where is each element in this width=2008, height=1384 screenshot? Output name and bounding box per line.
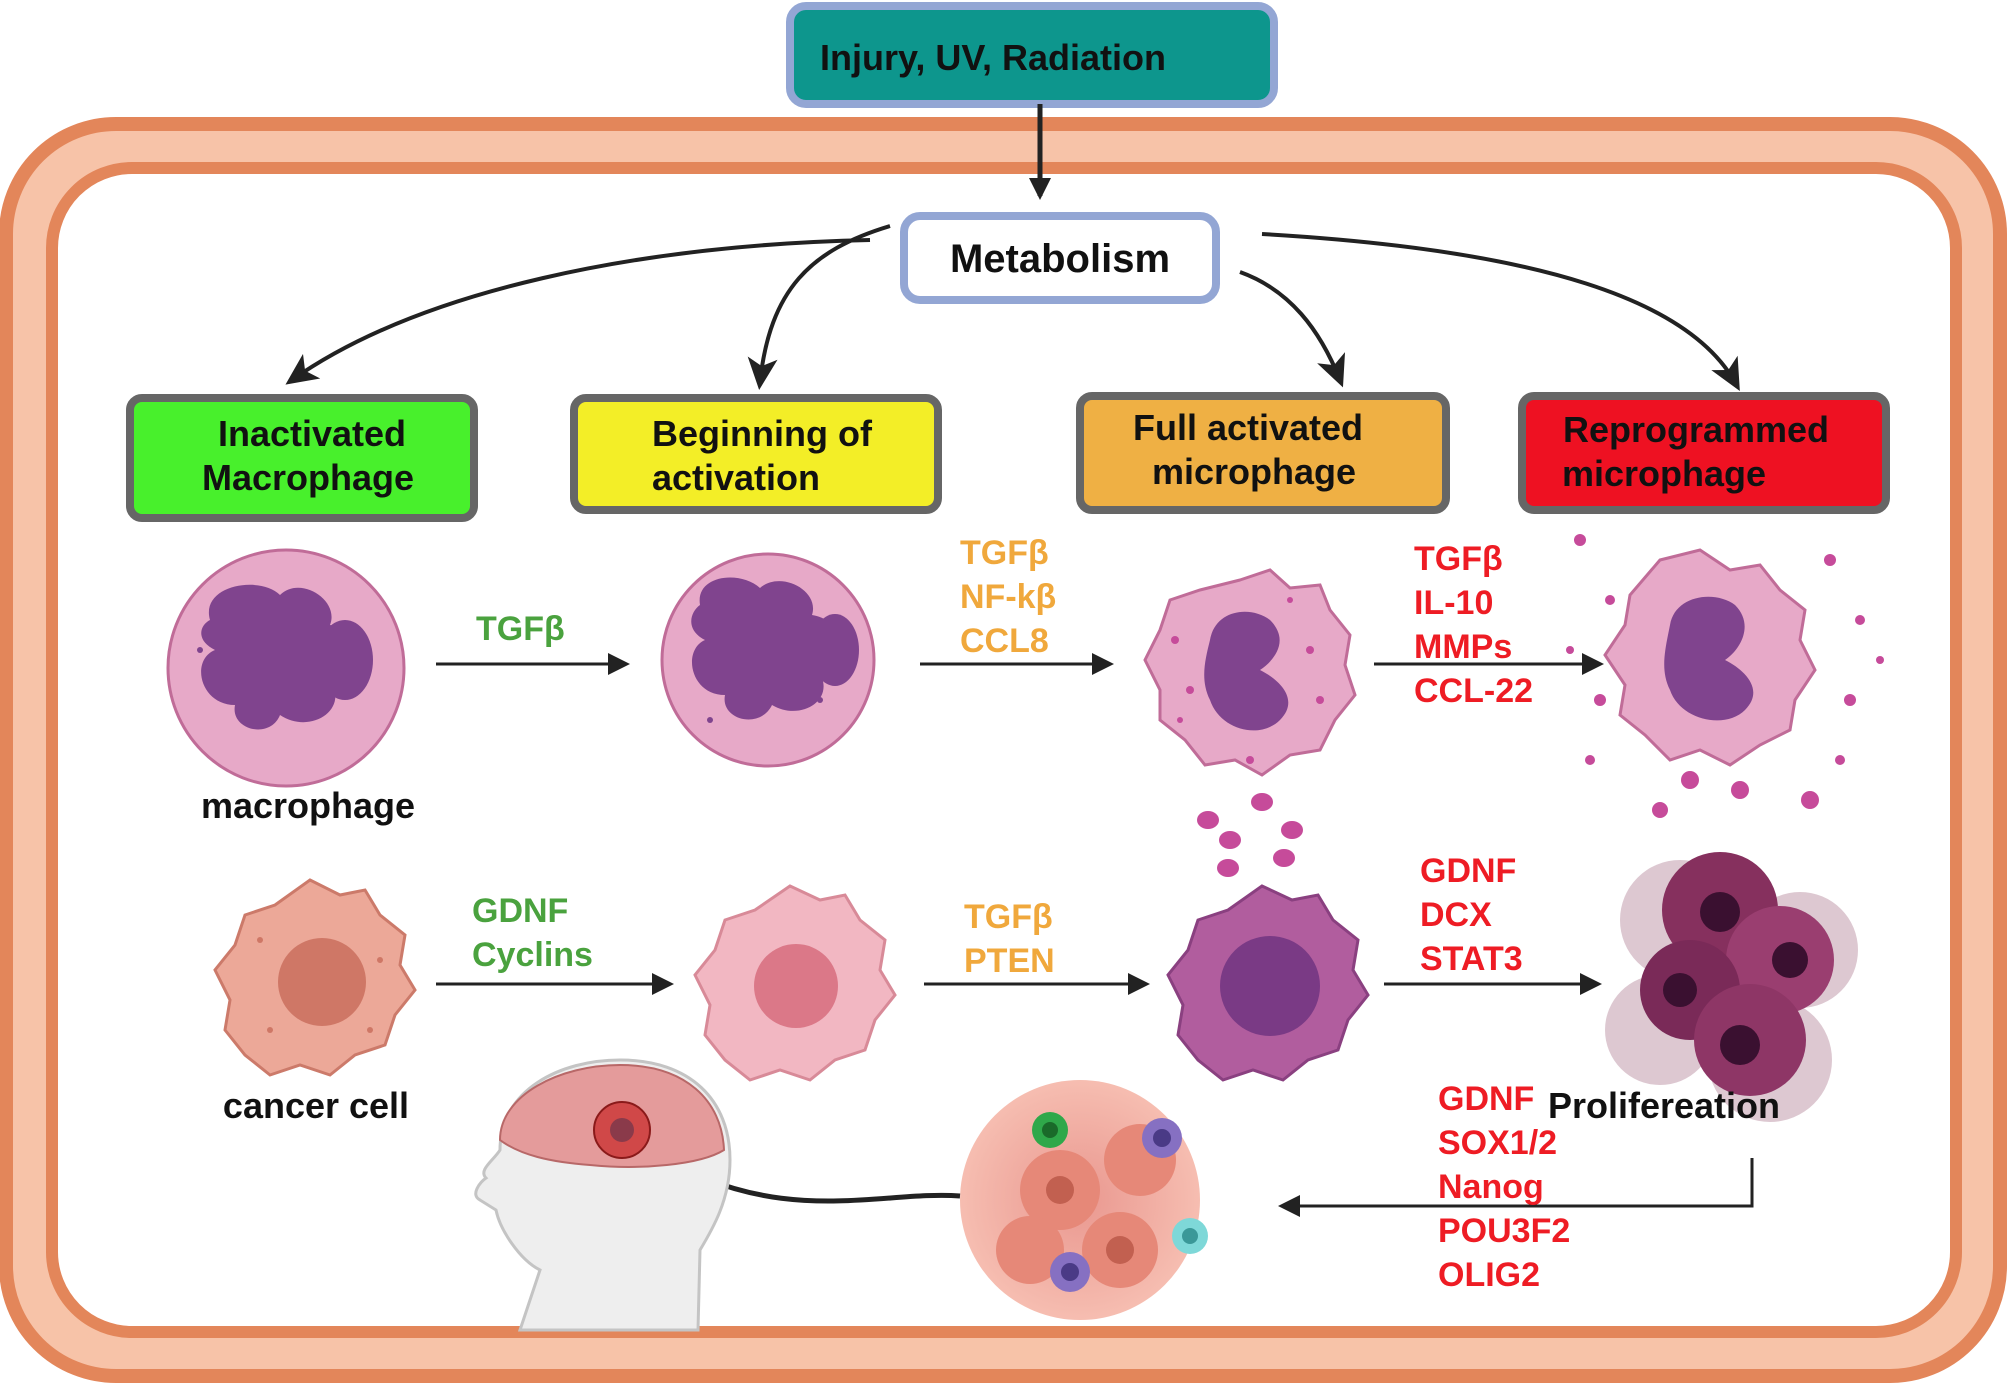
activated-cell-icon: [1143, 568, 1357, 777]
stage-1-line2: Macrophage: [202, 457, 414, 498]
cancer-cell-icon: [213, 878, 417, 1077]
row1-arrow1-label-0: TGFβ: [476, 610, 565, 648]
tumor-cluster-icon: [1605, 852, 1858, 1122]
reprogrammed-cell-icon: [1566, 534, 1884, 818]
tumor-microenvironment-icon: [960, 1080, 1208, 1320]
metabolism-box: Metabolism: [900, 212, 1220, 304]
row1-arrow3-label-3: CCL-22: [1414, 672, 1533, 710]
stage-4-line1: Reprogrammed: [1563, 409, 1829, 450]
row1-arrow3-label-2: MMPs: [1414, 628, 1512, 666]
bottom-label-3: POU3F2: [1438, 1212, 1570, 1250]
stage-1-line1: Inactivated: [218, 413, 406, 454]
branch-arrow-4: [1261, 232, 1740, 392]
row2-arrow3-label-2: STAT3: [1420, 940, 1523, 978]
return-arrow: [1278, 1158, 1754, 1217]
bottom-label-4: OLIG2: [1438, 1256, 1540, 1294]
macrophage-cell-icon: [166, 548, 406, 788]
row2-arrow2-label-0: TGFβ: [964, 898, 1053, 936]
row1-arrow2-label-0: TGFβ: [960, 534, 1049, 572]
stage-box-1: Inactivated Macrophage: [126, 394, 478, 522]
metabolism-label: Metabolism: [950, 237, 1170, 281]
row2-arrow1-label-0: GDNF: [472, 892, 568, 930]
row2-arrow2-label-1: PTEN: [964, 942, 1055, 980]
row1-arrow2-label-2: CCL8: [960, 622, 1049, 660]
bottom-label-0: GDNF: [1438, 1080, 1534, 1118]
stage-2-line2: activation: [652, 457, 820, 498]
cancer-cell-activated-icon: [1166, 884, 1370, 1082]
proliferation-caption: Prolifereation: [1548, 1085, 1780, 1126]
human-head-brain-icon: [474, 1058, 732, 1332]
row1-arrow2-label-1: NF-kβ: [960, 578, 1056, 616]
cancer-cell-activating-icon: [693, 884, 897, 1082]
branch-arrow-3: [1239, 270, 1346, 388]
cancer-cell-caption: cancer cell: [223, 1085, 409, 1126]
trigger-label: Injury, UV, Radiation: [820, 37, 1166, 78]
stage-3-line1: Full activated: [1133, 407, 1363, 448]
stage-4-line2: microphage: [1562, 453, 1766, 494]
activating-cell-icon: [660, 552, 876, 768]
stage-2-line1: Beginning of: [652, 413, 873, 454]
row2-arrow3-label-0: GDNF: [1420, 852, 1516, 890]
row2-arrow1-label-1: Cyclins: [472, 936, 593, 974]
stage-box-3: Full activated microphage: [1076, 392, 1450, 514]
bottom-label-1: SOX1/2: [1438, 1124, 1557, 1162]
outer-cell-frame: [0, 117, 2007, 1383]
macrophage-caption: macrophage: [201, 785, 415, 826]
row2-arrow3-label-1: DCX: [1420, 896, 1492, 934]
secretion-dots: [1197, 793, 1303, 877]
trigger-box: Injury, UV, Radiation: [786, 2, 1278, 108]
bottom-label-2: Nanog: [1438, 1168, 1544, 1206]
row1-arrow3-label-0: TGFβ: [1414, 540, 1503, 578]
row1-arrow3-label-1: IL-10: [1414, 584, 1493, 622]
stage-3-line2: microphage: [1152, 451, 1356, 492]
metabolism-branches: [285, 224, 1740, 392]
stage-box-4: Reprogrammed microphage: [1518, 392, 1890, 514]
branch-arrow-2: [747, 224, 891, 390]
stage-box-2: Beginning of activation: [570, 394, 942, 514]
branch-arrow-1: [285, 238, 871, 385]
